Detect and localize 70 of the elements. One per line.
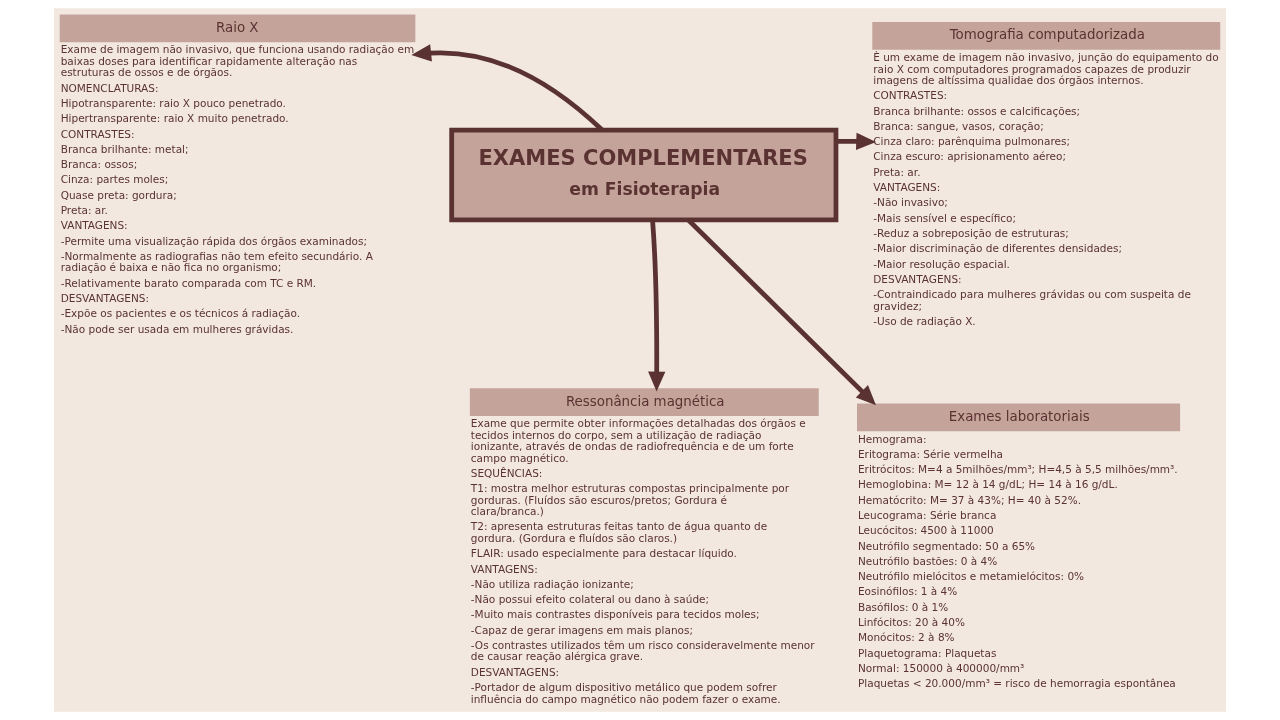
node-label: Branca brilhante: metal; <box>60 142 189 155</box>
node-label: Neutrófilo bastões: 0 à 4% <box>857 554 998 567</box>
node-label: T2: apresenta estruturas feitas tanto de água quanto de gordura. (Gordura e fluídos são claros.) <box>470 520 768 544</box>
node-label: -Contraindicado para mulheres grávidas ou com suspeita de gravidez; <box>873 288 1191 312</box>
node-box: Tomografia computadorizada <box>872 22 1221 50</box>
node-label: -Não possui efeito colateral ou dano à saúde; <box>470 593 710 606</box>
node-label: -Muito mais contrastes disponíveis para tecidos moles; <box>470 608 760 621</box>
node-label: -Maior resolução espacial. <box>873 257 1010 270</box>
node-label: -Maior discriminação de diferentes densidades; <box>873 242 1122 255</box>
node-label: Basófilos: 0 à 1% <box>857 600 949 613</box>
node-label: CONTRASTES: <box>60 127 135 140</box>
node-label: Plaquetograma: Plaquetas <box>857 646 997 659</box>
node-label: Hematócrito: M= 37 à 43%; H= 40 à 52%. <box>857 493 1081 506</box>
node-label: Branca: ossos; <box>60 158 138 171</box>
node-label: Cinza: partes moles; <box>60 173 169 186</box>
node-label: Hipertransparente: raio X muito penetrado. <box>60 112 289 125</box>
node-label: Hemograma: <box>857 432 927 445</box>
node-label: VANTAGENS: <box>873 181 941 194</box>
node-label: NOMENCLATURAS: <box>60 81 159 94</box>
node-label: Eritrócitos: M=4 a 5milhões/mm³; H=4,5 à 5,5 milhões/mm³. <box>857 463 1178 476</box>
arrow <box>836 132 877 151</box>
node-label: Monócitos: 2 à 8% <box>857 631 955 644</box>
node-label: Preta: ar. <box>60 204 108 217</box>
node-label: -Relativamente barato comparada com TC e RM. <box>60 276 317 289</box>
node-label: Preta: ar. <box>873 165 921 178</box>
node-label: -Expõe os pacientes e os técnicos á radiação. <box>60 307 301 320</box>
node-label: DESVANTAGENS: <box>873 272 962 285</box>
node-label: Branca brilhante: ossos e calcificações; <box>873 104 1081 117</box>
node-label: -Mais sensível e específico; <box>873 211 1017 224</box>
node-label: T1: mostra melhor estruturas compostas principalmente por gorduras. (Fluídos são escuros/pretos; Gordura é clara/branca.) <box>470 482 790 518</box>
node-label: Eosinófilos: 1 à 4% <box>857 585 958 598</box>
node-label: Hipotransparente: raio X pouco penetrado. <box>60 96 286 109</box>
node-label: -Não invasivo; <box>873 196 948 209</box>
node-label: CONTRASTES: <box>873 89 948 102</box>
node-label: Leucócitos: 4500 à 11000 <box>857 524 994 537</box>
node-label: Eritograma: Série vermelha <box>857 447 1003 460</box>
node-label: Cinza escuro: aprisionamento aéreo; <box>873 150 1067 163</box>
node-label: -Permite uma visualização rápida dos órgãos examinados; <box>60 234 367 247</box>
node-label: SEQUÊNCIAS: <box>470 466 543 479</box>
node-label: Neutrófilo segmentado: 50 a 65% <box>857 539 1036 552</box>
node-label: -Normalmente as radiografias não tem efeito secundário. A radiação é baixa e não fica no organismo; <box>60 249 373 274</box>
node-label: VANTAGENS: <box>60 219 128 232</box>
node-label: DESVANTAGENS: <box>470 665 560 678</box>
node-label: -Capaz de gerar imagens em mais planos; <box>470 623 693 636</box>
node-label: Quase preta: gordura; <box>60 188 177 201</box>
node-label: FLAIR: usado especialmente para destacar líquido. <box>470 547 737 560</box>
node-label: -Reduz a sobreposição de estruturas; <box>873 226 1069 239</box>
node-label: Neutrófilo mielócitos e metamielócitos: 0% <box>857 570 1085 583</box>
node-label: Linfócitos: 20 à 40% <box>857 616 965 629</box>
node-label: VANTAGENS: <box>470 562 538 575</box>
node-box: Raio X <box>59 14 416 43</box>
node-label: -Não pode ser usada em mulheres grávidas. <box>60 322 294 335</box>
node-label: Exame que permite obter informações detalhadas dos órgãos e tecidos internos do corpo, sem a utilização de radiação ionizante, através de ondas de radiofrequência e de um forte campo magnético. <box>470 417 806 464</box>
node-label: -Portador de algum dispositivo metálico que podem sofrer influência do campo magnético não podem fazer o exame. <box>470 681 781 705</box>
node-label: -Não utiliza radiação ionizante; <box>470 577 634 590</box>
node-box: Ressonância magnética <box>469 388 819 416</box>
node-label: Leucograma: Série branca <box>857 508 997 521</box>
node-label: Cinza claro: parênquima pulmonares; <box>873 135 1071 148</box>
node-label: Hemoglobina: M= 12 à 14 g/dL; H= 14 à 16 g/dL. <box>857 478 1118 491</box>
node-label: DESVANTAGENS: <box>60 291 150 304</box>
node-label: Plaquetas < 20.000/mm³ = risco de hemorragia espontânea <box>857 677 1176 690</box>
node-box: Exames laboratoriais <box>857 403 1181 432</box>
node-label: È um exame de imagem não invasivo, junção do equipamento do raio X com computadores programados capazes de produzir imagens de altíssima qualidae dos órgãos internos. <box>873 51 1219 87</box>
node-label: Normal: 150000 à 400000/mm³ <box>857 661 1025 674</box>
node-box: EXAMES COMPLEMENTARES em Fisioterapia <box>449 127 839 223</box>
arrow <box>648 220 666 392</box>
node-label: Exame de imagem não invasivo, que funciona usando radiação em baixas doses para identificar rapidamente alteração nas estruturas de ossos e de órgãos. <box>60 43 415 79</box>
node-label: -Uso de radiação X. <box>873 314 976 327</box>
node-label: Branca: sangue, vasos, coração; <box>873 119 1044 132</box>
node-label: -Os contrastes utilizados têm um risco consideravelmente menor de causar reação alérgica grave. <box>470 638 815 663</box>
